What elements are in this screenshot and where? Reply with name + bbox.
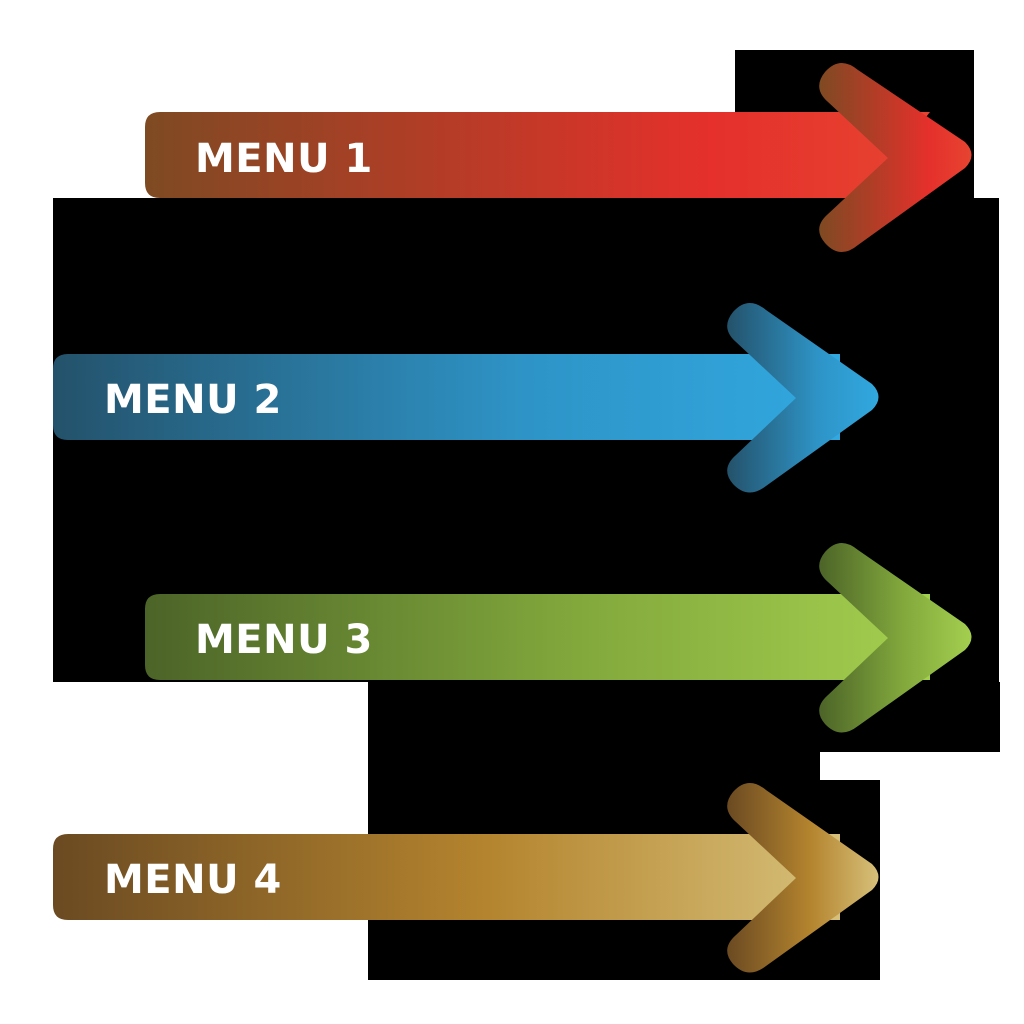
arrow-right-icon: [145, 594, 930, 680]
menu-1-button[interactable]: MENU 1: [145, 62, 972, 253]
arrow-right-icon: [53, 834, 840, 920]
menu-1-label: MENU 1: [195, 136, 373, 182]
arrow-right-icon: [145, 112, 930, 200]
arrowhead-1: [819, 62, 972, 253]
menu-3-button[interactable]: MENU 3: [145, 542, 972, 733]
menu-2-label: MENU 2: [104, 377, 282, 423]
arrowhead-4: [727, 782, 879, 973]
menu-4-label: MENU 4: [104, 857, 282, 903]
menu-2-button[interactable]: MENU 2: [53, 302, 879, 493]
arrow-right-icon: [53, 354, 840, 440]
menu-3-label: MENU 3: [195, 617, 373, 663]
arrowhead-2: [727, 302, 879, 493]
menu-4-button[interactable]: MENU 4: [53, 782, 879, 973]
arrowhead-3: [819, 542, 972, 733]
